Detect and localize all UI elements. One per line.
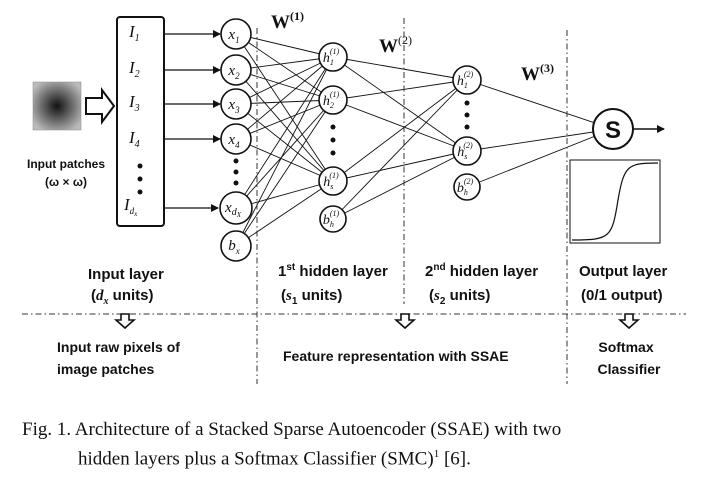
- caption-line-2: hidden layers plus a Softmax Classifier …: [78, 448, 434, 470]
- down-arrows: [113, 313, 641, 330]
- hidden1-layer-name: 1st hidden layer: [278, 262, 388, 280]
- output-node-label: S: [605, 117, 621, 144]
- hidden1-layer-units: (s1 units): [281, 287, 342, 307]
- caption-line-2-wrap: hidden layers plus a Softmax Classifier …: [22, 442, 686, 471]
- output-layer-units: (0/1 output): [581, 287, 663, 304]
- h1-1-node: [318, 42, 348, 72]
- caption-line-2-end: [6].: [439, 448, 471, 470]
- w1-label: W(1): [271, 9, 304, 33]
- input-unit-2: I2: [128, 58, 140, 80]
- x1-node: [220, 18, 252, 50]
- input-unit-1: I1: [128, 22, 140, 44]
- h2-s1-node: [452, 136, 482, 166]
- layer-labels: Input layer (dx units) 1st hidden layer …: [88, 262, 668, 307]
- x4-node: [220, 123, 252, 155]
- w3-label: W(3): [521, 61, 554, 85]
- input-to-x-arrows: [164, 30, 221, 212]
- x3-node: [220, 88, 252, 120]
- h1-2-node: [318, 85, 348, 115]
- down-arrow-input: [113, 313, 137, 330]
- input-layer-units: (dx units): [91, 287, 154, 307]
- input-units-box: [116, 16, 165, 227]
- input-layer-name: Input layer: [88, 266, 164, 283]
- h2-1-node: [452, 65, 482, 95]
- bx-label: bx: [228, 238, 240, 256]
- hidden1-labels: h1(1) h2(1) hs(1) bh(1): [323, 47, 340, 229]
- hidden1-nodes: [318, 42, 348, 233]
- down-arrow-ssae: [393, 313, 417, 330]
- down-arrow-softmax: [617, 313, 641, 330]
- output-node: [592, 108, 634, 150]
- hidden2-dots: [464, 100, 470, 130]
- caption-superscript: 1: [433, 448, 440, 460]
- bottom-label-softmax-2: Classifier: [597, 361, 661, 377]
- output-layer-name: Output layer: [579, 263, 668, 280]
- x-layer-nodes: [219, 18, 253, 262]
- sigmoid-plot: [569, 159, 661, 244]
- weight-connections: [235, 33, 614, 247]
- hidden2-nodes: [452, 65, 482, 201]
- h1-bias-node: [319, 205, 347, 233]
- figure-caption: Fig. 1. Architecture of a Stacked Sparse…: [22, 418, 686, 471]
- input-patches-label-2: (ω × ω): [45, 175, 87, 189]
- xdx-node: [219, 191, 253, 225]
- bottom-label-softmax-1: Softmax: [598, 339, 653, 355]
- input-unit-4: I4: [128, 128, 140, 150]
- bottom-label-input-1: Input raw pixels of: [57, 339, 180, 355]
- x2-node: [220, 54, 252, 86]
- input-dots: [137, 163, 143, 195]
- input-patches-label-1: Input patches: [27, 157, 105, 171]
- bx-node: [220, 230, 252, 262]
- ssae-architecture-diagram: Input patches (ω × ω) I1 I2 I3 I4 Idx x1…: [22, 9, 686, 384]
- hidden2-layer-name: 2nd hidden layer: [425, 262, 538, 280]
- bottom-labels: Input raw pixels of image patches Featur…: [57, 339, 661, 377]
- input-patch-image: [32, 81, 82, 131]
- x-dots: [233, 158, 239, 186]
- input-hollow-arrow: [85, 87, 116, 125]
- hidden1-dots: [330, 124, 336, 156]
- w2-label: W(2): [379, 33, 412, 57]
- h2-bias-node: [453, 173, 481, 201]
- hidden2-layer-units: (s2 units): [429, 287, 490, 307]
- bottom-label-ssae: Feature representation with SSAE: [283, 348, 509, 364]
- input-unit-3: I3: [128, 92, 140, 114]
- h1-s1-node: [318, 166, 348, 196]
- caption-line-1: Fig. 1. Architecture of a Stacked Sparse…: [22, 419, 562, 440]
- bottom-label-input-2: image patches: [57, 361, 154, 377]
- layer-separators: [256, 18, 568, 384]
